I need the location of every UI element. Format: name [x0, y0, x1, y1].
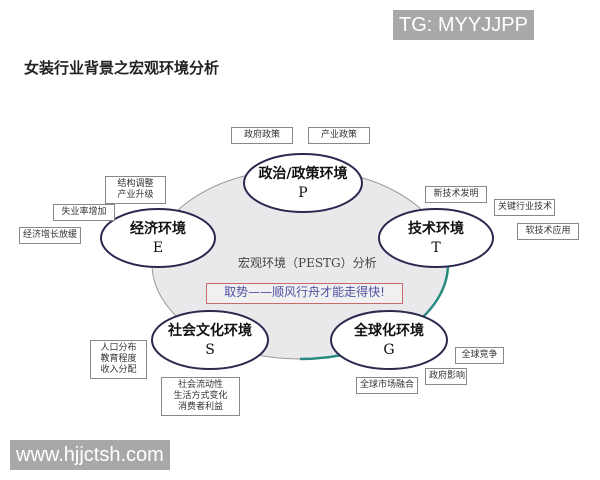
- node-letter: E: [152, 240, 164, 256]
- center-label: 宏观环境（PESTG）分析: [238, 256, 377, 270]
- node-name: 技术环境: [408, 221, 464, 237]
- factor-box: 产业政策: [308, 127, 370, 144]
- watermark-top: TG: MYYJJPP: [393, 10, 534, 40]
- factor-box: 全球市场融合: [356, 377, 418, 394]
- factor-box: 政府影响: [425, 368, 467, 385]
- node-ellipse-t: [378, 208, 494, 268]
- factor-box: 社会流动性 生活方式变化 消费者利益: [161, 377, 240, 416]
- factor-box: 关键行业技术: [494, 199, 555, 216]
- node-letter: G: [383, 342, 395, 358]
- node-name: 社会文化环境: [168, 323, 252, 339]
- factor-box: 全球竞争: [455, 347, 504, 364]
- node-political: 政治/政策环境 P: [244, 164, 362, 204]
- node-ellipse-p: [243, 153, 363, 213]
- factor-box: 新技术发明: [425, 186, 487, 203]
- slogan-box: 取势——顺风行舟才能走得快!: [206, 283, 403, 304]
- node-letter: P: [298, 185, 308, 201]
- node-ellipse-g: [330, 310, 448, 370]
- node-social: 社会文化环境 S: [152, 321, 268, 361]
- node-letter: T: [431, 240, 441, 256]
- node-technology: 技术环境 T: [379, 219, 493, 259]
- factor-box: 经济增长放缓: [19, 227, 81, 244]
- node-globalization: 全球化环境 G: [331, 321, 447, 361]
- factor-box: 人口分布 教育程度 收入分配: [90, 340, 147, 379]
- factor-box: 政府政策: [231, 127, 293, 144]
- factor-box: 结构调整 产业升级: [105, 176, 166, 204]
- node-economic: 经济环境 E: [101, 219, 215, 259]
- factor-box: 软技术应用: [517, 223, 579, 240]
- page-title: 女装行业背景之宏观环境分析: [24, 59, 220, 77]
- watermark-bottom: www.hjjctsh.com: [10, 440, 170, 470]
- node-name: 全球化环境: [354, 323, 424, 339]
- factor-box: 失业率增加: [53, 204, 115, 221]
- node-name: 政治/政策环境: [258, 166, 348, 182]
- node-ellipse-s: [151, 310, 269, 370]
- node-ellipse-e: [100, 208, 216, 268]
- node-name: 经济环境: [130, 221, 186, 237]
- node-letter: S: [205, 342, 215, 358]
